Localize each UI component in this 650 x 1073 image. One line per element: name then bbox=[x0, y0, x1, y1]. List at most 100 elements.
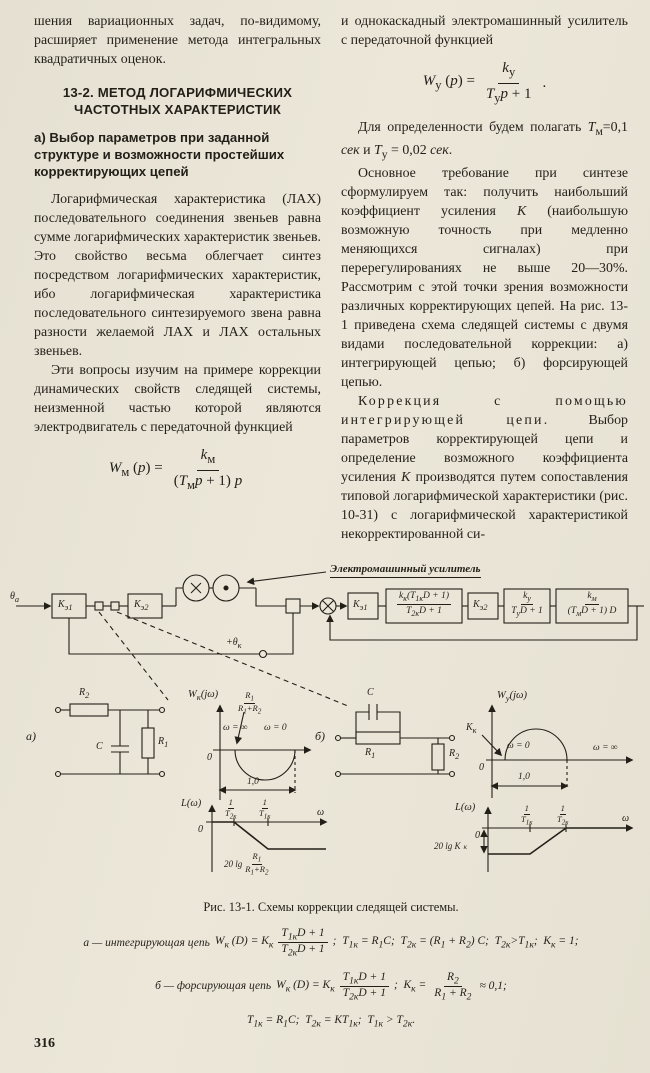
figure-artwork bbox=[16, 571, 644, 872]
capacitor-c-label: С bbox=[96, 741, 103, 752]
formula-motor-transfer: Wм (p) = kм (Тмp + 1) p bbox=[34, 446, 321, 495]
gain-label: 20 lg R1 R1+R2 bbox=[224, 851, 269, 877]
plot-a-title: Wк(jω) bbox=[188, 689, 219, 703]
fraction-numerator: 1 bbox=[559, 803, 566, 815]
log-plot-b bbox=[480, 806, 634, 872]
formula-line-b: б — форсирующая цепь Wк (D) = Кк Т1кD + … bbox=[34, 971, 628, 1003]
block-label-c1: Кэ1 bbox=[353, 599, 368, 612]
circuit-b-schematic bbox=[334, 704, 456, 778]
paragraph: Для определенности будем полагать Тм=0,1… bbox=[341, 120, 628, 161]
fraction-denominator: (Тмp + 1) p bbox=[173, 473, 243, 492]
formula-lhs: Wу (p) = bbox=[422, 73, 475, 92]
nyquist-plot-a bbox=[213, 704, 312, 800]
origin-label: 0 bbox=[198, 824, 203, 835]
line-b-description: б — форсирующая цепь bbox=[155, 980, 272, 993]
origin-label: 0 bbox=[479, 762, 484, 773]
fraction-numerator: Т1кD + 1 bbox=[278, 927, 328, 944]
fraction-numerator: kк(Т1кD + 1) bbox=[397, 591, 451, 606]
fraction-denominator: Т1к bbox=[521, 813, 533, 827]
fraction-numerator: kм bbox=[585, 591, 599, 606]
paragraph-continuation: и однокаскадный электромашинный усилител… bbox=[341, 14, 628, 48]
fraction-numerator: 1 bbox=[523, 803, 530, 815]
block-label-k1: Кэ1 bbox=[58, 599, 73, 612]
origin-label: 0 bbox=[475, 830, 480, 841]
fraction-numerator: R2 bbox=[443, 971, 462, 987]
circuit-b-label: б) bbox=[315, 729, 326, 743]
fraction-denominator: Т2к bbox=[557, 813, 569, 827]
block-label-amplifier: kу ТуD + 1 bbox=[506, 591, 548, 619]
feedback-angle-label: +θк bbox=[226, 637, 242, 650]
fraction-denominator: Туp + 1 bbox=[485, 86, 532, 105]
plot-b-title: Wу(jω) bbox=[497, 690, 527, 704]
left-column: шения вариационных задач, по-видимому, р… bbox=[34, 12, 321, 560]
fraction-denominator: ТуD + 1 bbox=[511, 606, 543, 619]
fraction: Т1кD + 1 Т2кD + 1 bbox=[339, 971, 389, 1003]
kk-label: Кк bbox=[466, 722, 477, 735]
omega-zero-label: ω = 0 bbox=[507, 741, 530, 751]
subsection-heading: а) Выбор параметров при заданной структу… bbox=[34, 130, 285, 179]
fraction-denominator: Т2кD + 1 bbox=[342, 986, 386, 1003]
block-diagram bbox=[16, 571, 644, 707]
fraction-denominator: R1 + R2 bbox=[434, 986, 472, 1003]
right-column: и однокаскадный электромашинный усилител… bbox=[341, 12, 628, 560]
omega-axis-label: ω bbox=[317, 807, 325, 818]
line-a-conditions: ; Т1к = R1С; Т2к = (R1 + R2) С; Т2к>Т1к;… bbox=[332, 935, 579, 951]
figure-13-1: Электромашинный усилитель θа Кэ1 Кэ2 Кэ1… bbox=[0, 560, 650, 892]
paragraph: Основное требование при синтезе сформули… bbox=[341, 165, 628, 390]
fraction: kм (Тмp + 1) p bbox=[170, 446, 246, 495]
block-label-motor: kм (ТмD + 1) D bbox=[558, 591, 626, 619]
formula-line-a: а — интегрирующая цепь Wк (D) = Кк Т1кD … bbox=[34, 927, 628, 959]
formula-lhs: Wм (p) = bbox=[108, 460, 163, 479]
nyquist-plot-b bbox=[481, 704, 634, 798]
line-a-lhs: Wк (D) = Кк bbox=[214, 935, 274, 951]
block-label-corrector: kк(Т1кD + 1) Т2кD + 1 bbox=[389, 591, 459, 619]
omega-infinity-label: ω = ∞ bbox=[223, 723, 248, 733]
log-plot-a bbox=[206, 804, 328, 872]
line-a-description: а — интегрирующая цепь bbox=[83, 936, 210, 949]
fraction-numerator: Т1кD + 1 bbox=[339, 971, 389, 987]
figure-label-emu: Электромашинный усилитель bbox=[330, 563, 481, 578]
block-label-c3: Кэ2 bbox=[473, 599, 488, 612]
paragraph: Логарифмическая характеристика (ЛАХ) пос… bbox=[34, 192, 321, 359]
fraction-denominator: (ТмD + 1) D bbox=[567, 606, 617, 619]
section-heading: 13-2. МЕТОД ЛОГАРИФМИЧЕСКИХ ЧАСТОТНЫХ ХА… bbox=[62, 85, 293, 117]
capacitor-c-label: С bbox=[367, 687, 374, 698]
fraction-numerator: kу bbox=[521, 591, 533, 606]
block-label-k2: Кэ2 bbox=[134, 599, 149, 612]
resistor-r2-label: R2 bbox=[449, 748, 460, 761]
fraction-denominator: Т2кD + 1 bbox=[406, 606, 442, 619]
log-plot-b-title: L(ω) bbox=[455, 802, 476, 813]
figure-caption: Рис. 13-1. Схемы коррекции следящей сист… bbox=[203, 900, 459, 914]
tick-1-over-t2k: 1 Т2к bbox=[225, 797, 237, 821]
fraction: Т1кD + 1 Т2кD + 1 bbox=[278, 927, 328, 959]
fraction-denominator: Т2к bbox=[225, 807, 237, 821]
log-plot-a-title: L(ω) bbox=[181, 798, 202, 809]
fraction-denominator: Т2кD + 1 bbox=[281, 943, 325, 959]
fraction-numerator: R1 bbox=[244, 690, 255, 704]
paragraph-continuation: шения вариационных задач, по-видимому, р… bbox=[34, 14, 321, 67]
input-angle-label: θа bbox=[10, 591, 20, 604]
fraction: kу Туp + 1 bbox=[482, 59, 536, 108]
formula-line-c: Т1к = R1С; Т2к = КТ1к; Т1к > Т2к. bbox=[34, 1014, 628, 1029]
formula-amplifier-transfer: Wу (p) = kу Туp + 1 . bbox=[341, 59, 628, 108]
line-b-mid: ; Кк = bbox=[393, 978, 427, 995]
resistor-r2-label: R2 bbox=[79, 687, 90, 700]
origin-label: 0 bbox=[207, 752, 212, 763]
tick-1-over-t1k: 1 Т1к bbox=[521, 803, 533, 827]
dimension-label: 1,0 bbox=[247, 777, 259, 787]
paragraph: Эти вопросы изучим на примере коррекции … bbox=[34, 363, 321, 435]
resistor-r1-label: R1 bbox=[158, 736, 169, 749]
fraction-denominator: R1+R2 bbox=[245, 863, 269, 877]
fraction-numerator: kу bbox=[498, 59, 520, 84]
line-c-conditions: Т1к = R1С; Т2к = КТ1к; Т1к > Т2к. bbox=[246, 1014, 416, 1030]
fraction-denominator: R1+R2 bbox=[238, 702, 262, 716]
omega-zero-label: ω = 0 bbox=[264, 723, 287, 733]
tick-1-over-t2k: 1 Т2к bbox=[557, 803, 569, 827]
paragraph: Коррекция с помощью интегрирующей цепи. … bbox=[341, 392, 628, 544]
gain-fraction: R1 R1+R2 bbox=[245, 851, 269, 877]
tick-1-over-t1k: 1 Т1к bbox=[259, 797, 271, 821]
line-b-conditions: ≈ 0,1; bbox=[479, 980, 507, 993]
fraction-numerator: R1 bbox=[251, 851, 263, 865]
